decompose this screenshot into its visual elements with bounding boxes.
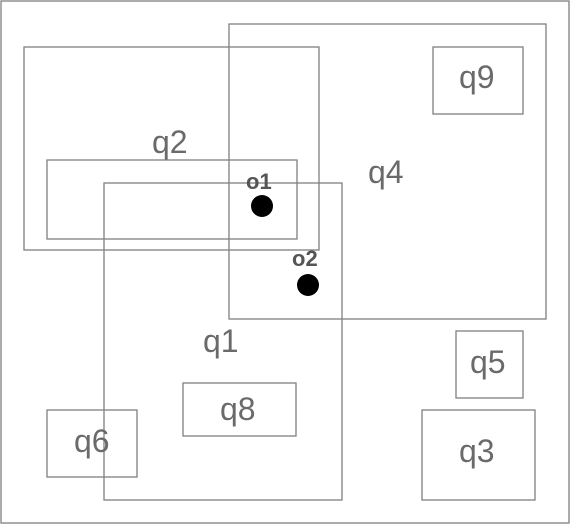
label-o2: o2 bbox=[292, 246, 318, 271]
region-q2-inner bbox=[46, 159, 298, 240]
label-q3: q3 bbox=[459, 433, 495, 469]
region-q8 bbox=[182, 382, 297, 437]
label-q4: q4 bbox=[368, 154, 404, 190]
region-q2 bbox=[23, 46, 320, 251]
label-q5: q5 bbox=[470, 344, 506, 380]
region-q6 bbox=[46, 409, 138, 478]
label-q8: q8 bbox=[220, 391, 256, 427]
region-q3 bbox=[421, 409, 536, 501]
point-o1 bbox=[251, 195, 273, 217]
label-q9: q9 bbox=[459, 59, 495, 95]
label-q6: q6 bbox=[74, 423, 110, 459]
region-q1 bbox=[103, 182, 343, 501]
point-o2 bbox=[297, 274, 319, 296]
region-q4 bbox=[228, 23, 547, 320]
label-q2: q2 bbox=[152, 124, 188, 160]
label-o1: o1 bbox=[246, 169, 272, 194]
region-q9 bbox=[432, 46, 524, 115]
label-q1: q1 bbox=[203, 323, 239, 359]
region-q5 bbox=[455, 330, 524, 399]
